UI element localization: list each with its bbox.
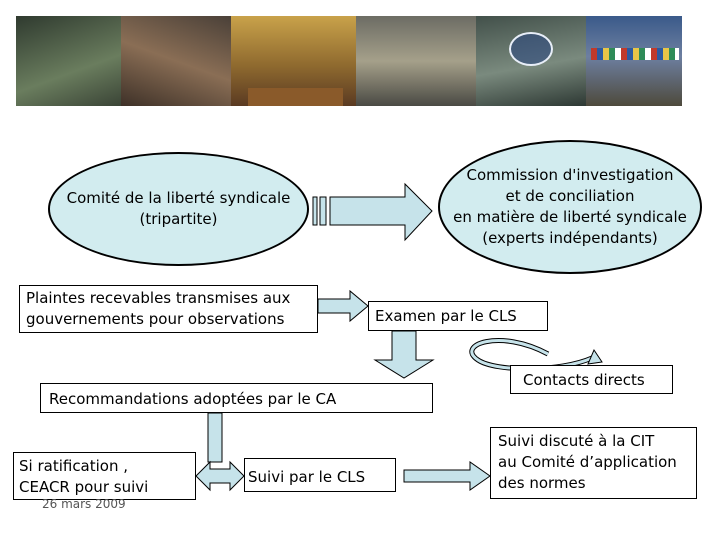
ratification-line-2: CEACR pour suivi	[19, 478, 149, 496]
connector-recommandations-down	[207, 412, 223, 463]
node-contacts-directs: Contacts directs	[510, 365, 673, 394]
node-ratification-ceacr: Si ratification , CEACR pour suivi	[13, 452, 196, 500]
contacts-label: Contacts directs	[523, 371, 645, 389]
arrow-examen-down	[373, 330, 435, 379]
node-plaintes-recevables: Plaintes recevables transmises aux gouve…	[19, 285, 318, 333]
commission-line-4: (experts indépendants)	[482, 229, 658, 247]
node-comite-liberte-syndicale: Comité de la liberté syndicale (triparti…	[48, 152, 309, 266]
banner-panel-delegates	[121, 16, 231, 106]
commission-line-3: en matière de liberté syndicale	[453, 208, 687, 226]
node-commission-investigation: Commission d'investigation et de concili…	[438, 140, 702, 274]
banner-photo	[16, 16, 682, 106]
suivi-cit-line-2: au Comité d’application	[498, 453, 677, 471]
node-recommandations-ca: Recommandations adoptées par le CA	[40, 383, 433, 413]
banner-panel-delegate-portrait	[356, 16, 476, 106]
node-examen-cls: Examen par le CLS	[368, 301, 548, 331]
recommandations-label: Recommandations adoptées par le CA	[49, 390, 337, 408]
examen-label: Examen par le CLS	[375, 307, 517, 325]
podium	[248, 88, 343, 106]
plaintes-line-1: Plaintes recevables transmises aux	[26, 289, 291, 307]
footer-date: 26 mars 2009	[42, 497, 126, 511]
arrow-suivi-cls-to-cit	[403, 461, 491, 491]
banner-panel-hall	[16, 16, 121, 106]
plaintes-line-2: gouvernements pour observations	[26, 310, 285, 328]
commission-line-1: Commission d'investigation	[466, 166, 674, 184]
arrow-plaintes-to-examen	[317, 289, 369, 323]
comite-line-1: Comité de la liberté syndicale	[66, 189, 291, 207]
commission-line-2: et de conciliation	[505, 187, 635, 205]
suivi-cit-line-3: des normes	[498, 474, 586, 492]
arrow-comite-to-commission	[312, 182, 433, 242]
node-suivi-cit: Suivi discuté à la CIT au Comité d’appli…	[490, 427, 697, 499]
flags-row	[591, 48, 679, 60]
ratification-line-1: Si ratification ,	[19, 457, 129, 475]
suivi-cls-label: Suivi par le CLS	[248, 468, 366, 486]
double-arrow-ratification-suivi	[195, 460, 245, 492]
banner-panel-flags	[586, 16, 682, 106]
comite-line-2: (tripartite)	[139, 210, 218, 228]
ilo-logo-icon	[509, 32, 553, 66]
suivi-cit-line-1: Suivi discuté à la CIT	[498, 432, 655, 450]
node-suivi-cls: Suivi par le CLS	[244, 458, 396, 492]
